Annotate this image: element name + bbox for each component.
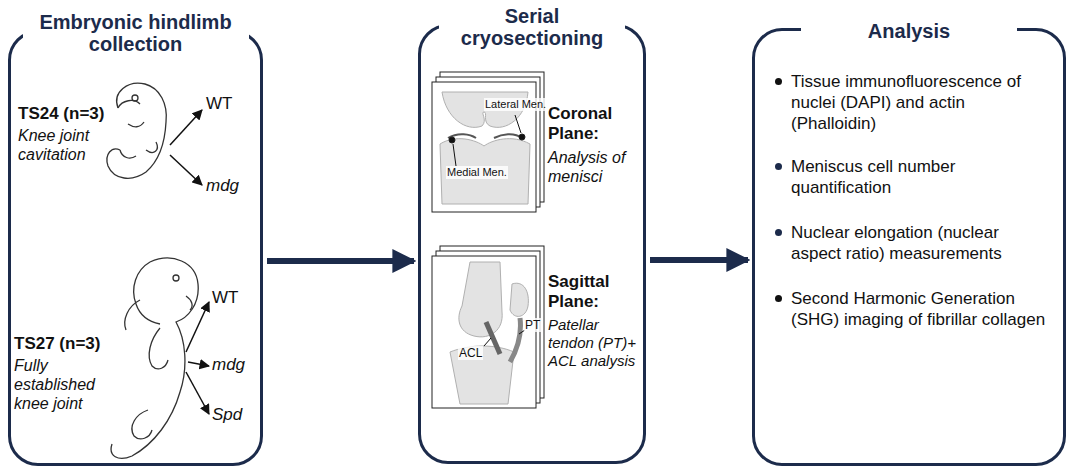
note-label: Spd: [212, 405, 242, 425]
stage-label: TS24 (n=3): [18, 104, 118, 124]
note-label: WT: [212, 288, 238, 308]
bullet-text: Second Harmonic Generation (SHG) imaging…: [791, 288, 1046, 330]
part-label: PT: [524, 318, 541, 332]
leader-arrow: [186, 372, 209, 414]
note-label: mdg: [212, 355, 245, 375]
bullet-dot: [775, 229, 782, 236]
leader-arrow: [170, 110, 202, 145]
panel-title: Embryonic hindlimb collection: [23, 11, 249, 55]
bullet-dot: [775, 163, 782, 170]
coronal-sections: [432, 72, 544, 212]
flow-arrow: [650, 257, 748, 263]
leader-arrow: [170, 155, 202, 185]
part-label: Medial Men.: [446, 166, 508, 179]
sagittal-sections: [432, 246, 544, 408]
bullet-text: Meniscus cell number quantification: [791, 156, 1046, 198]
bullet-dot: [775, 78, 782, 85]
note-label: WT: [206, 94, 232, 114]
panel-title: Serial cryosectioning: [439, 5, 625, 49]
note-label: Patellar tendon (PT)+ ACL analysis: [548, 316, 644, 370]
panel-box: Serial cryosectioning: [418, 24, 646, 464]
note-label: Knee joint cavitation: [18, 126, 102, 164]
stage-label: Sagittal Plane:: [548, 272, 643, 313]
stage-label: Coronal Plane:: [548, 104, 643, 145]
embryo-ts24: [107, 83, 166, 178]
stage-label: TS27 (n=3): [14, 334, 114, 354]
note-label: Analysis of menisci: [548, 148, 643, 186]
bullet-dot: [775, 295, 782, 302]
bullet-text: Tissue immunofluorescence of nuclei (DAP…: [791, 71, 1046, 134]
leader-arrow: [188, 362, 209, 366]
part-label: Lateral Men.: [484, 98, 547, 111]
bullet-text: Nuclear elongation (nuclear aspect ratio…: [791, 222, 1046, 264]
part-label: ACL: [458, 346, 483, 360]
note-label: mdg: [206, 176, 239, 196]
fetus-ts27: [111, 258, 198, 458]
panel-box: AnalysisTissue immunofluorescence of nuc…: [752, 28, 1066, 466]
panel-title: Analysis: [801, 20, 1017, 42]
flow-arrow: [267, 258, 414, 264]
note-label: Fully established knee joint: [14, 356, 106, 414]
leader-arrow: [186, 302, 209, 352]
